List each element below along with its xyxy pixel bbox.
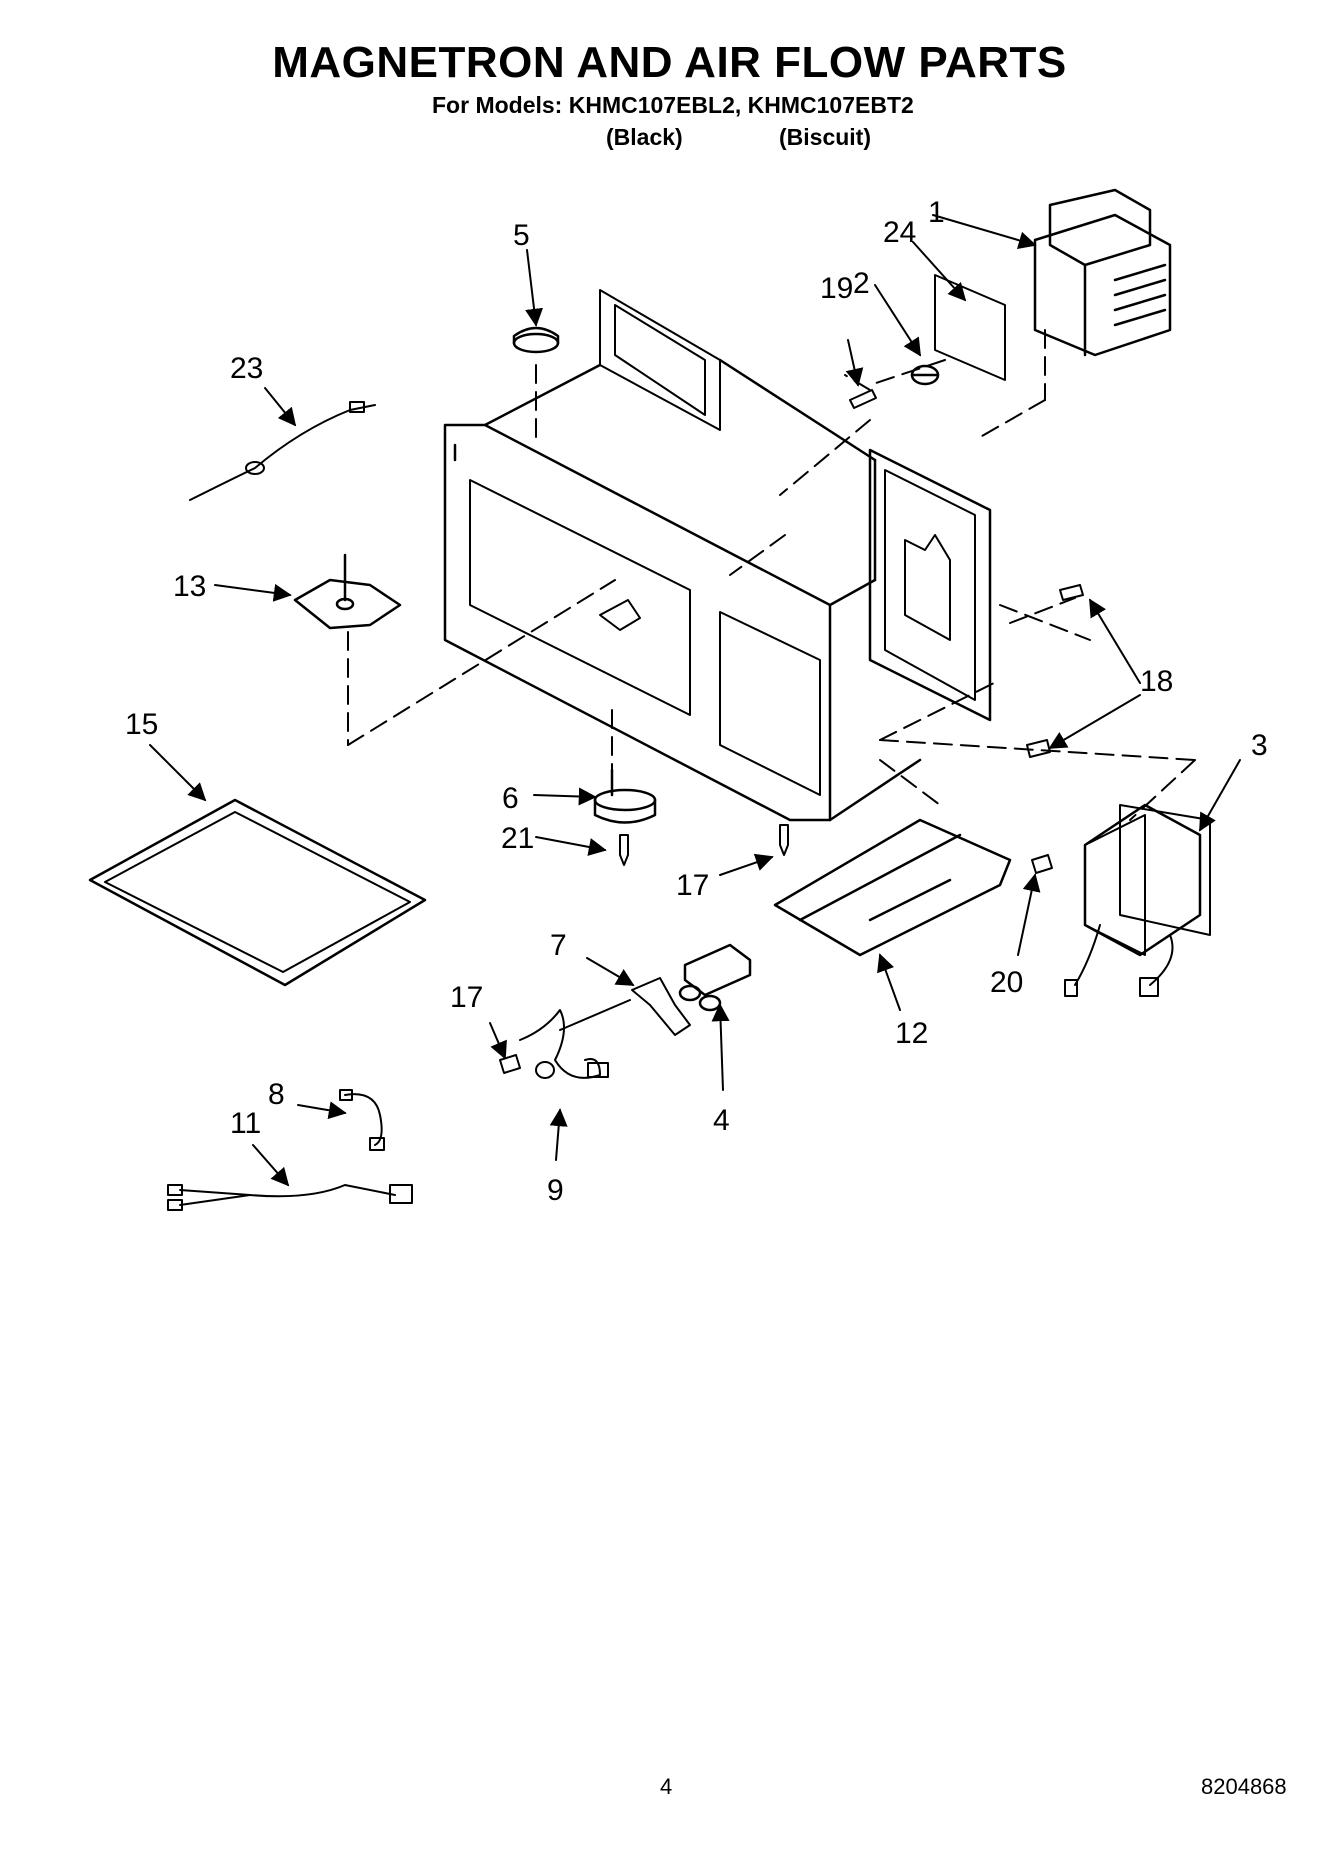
callout-17a: 17 <box>676 869 709 902</box>
callout-6: 6 <box>502 782 519 815</box>
page-number: 4 <box>660 1774 673 1799</box>
glass-tray <box>88 798 427 987</box>
callout-numbers: 1 24 2 19 5 23 13 15 6 21 17 18 3 20 12 … <box>125 196 1268 1207</box>
cavity-housing <box>443 289 922 822</box>
screws <box>499 584 1084 1074</box>
color-label-black: (Black) <box>606 124 683 150</box>
document-number: 8204868 <box>1201 1774 1287 1799</box>
page-title: MAGNETRON AND AIR FLOW PARTS <box>272 38 1067 87</box>
stirrer-blade <box>293 553 402 630</box>
callout-19: 19 <box>820 272 853 305</box>
hv-transformer <box>1064 803 1211 997</box>
callout-11: 11 <box>230 1107 261 1140</box>
callout-21: 21 <box>501 822 534 855</box>
callout-7: 7 <box>550 929 567 962</box>
base-plate <box>773 818 1012 957</box>
callout-5: 5 <box>513 219 530 252</box>
wire-harness-11 <box>167 1184 413 1211</box>
callout-3: 3 <box>1251 729 1268 762</box>
callout-20: 20 <box>990 966 1023 999</box>
callout-1: 1 <box>928 196 945 229</box>
leader-arrows <box>149 214 1241 1187</box>
assembly-lines <box>347 329 1196 821</box>
callout-4: 4 <box>713 1104 730 1137</box>
thermal-cutoff-and-bracket <box>849 274 1006 409</box>
fan-motor <box>593 768 657 824</box>
callout-8: 8 <box>268 1078 285 1111</box>
thermostat <box>512 326 560 354</box>
callout-13: 13 <box>173 570 206 603</box>
callout-9: 9 <box>547 1174 564 1207</box>
wire-8 <box>339 1089 385 1151</box>
callout-18: 18 <box>1140 665 1173 698</box>
callout-24: 24 <box>883 216 916 249</box>
hv-diode <box>519 999 631 1079</box>
magnetron <box>1033 188 1172 357</box>
color-label-biscuit: (Biscuit) <box>779 124 871 150</box>
side-bracket-panel <box>868 448 992 722</box>
callout-17b: 17 <box>450 981 483 1014</box>
callout-2: 2 <box>853 267 870 300</box>
callout-15: 15 <box>125 708 158 741</box>
wire-23 <box>189 401 376 501</box>
hv-capacitor <box>631 943 752 1036</box>
callout-12: 12 <box>895 1017 928 1050</box>
models-line: For Models: KHMC107EBL2, KHMC107EBT2 <box>432 92 914 118</box>
callout-23: 23 <box>230 352 263 385</box>
